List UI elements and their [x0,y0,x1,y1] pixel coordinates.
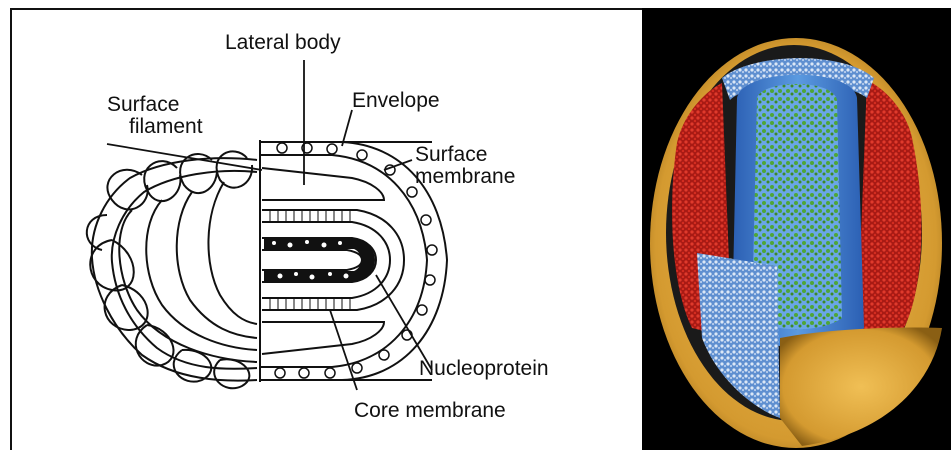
label-envelope: Envelope [352,90,440,112]
virion-schematic-drawing [12,10,644,452]
virion-schematic-panel: Lateral body Surface filament Envelope S… [10,8,642,450]
label-nucleoprotein: Nucleoprotein [419,358,549,380]
virion-3d-render-image [642,8,951,450]
label-surface-filament-line1: Surface [107,94,179,116]
label-surface-filament-line2: filament [129,116,203,138]
label-surface-membrane-line1: Surface [415,144,487,166]
virion-3d-render-panel [642,8,951,450]
label-core-membrane: Core membrane [354,400,506,422]
label-lateral-body: Lateral body [225,32,341,54]
label-surface-membrane-line2: membrane [415,166,515,188]
